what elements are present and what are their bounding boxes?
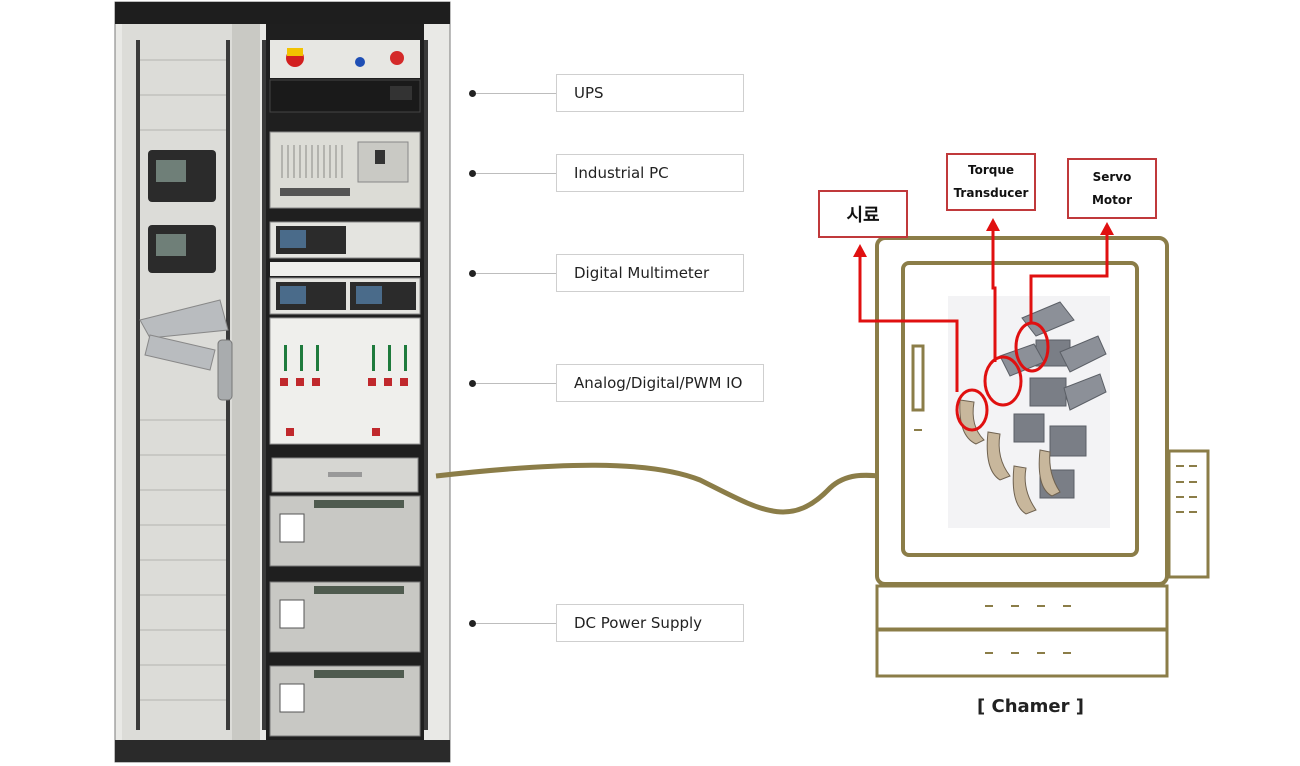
pointer-dot-ups <box>469 90 476 97</box>
label-analog-digital-pwm-io: Analog/Digital/PWM IO <box>556 364 764 402</box>
callout-servo-line2: Motor <box>1091 192 1133 207</box>
cad-render-background <box>948 296 1110 528</box>
label-dc-power-supply: DC Power Supply <box>556 604 744 642</box>
callout-torque-transducer: Torque Transducer <box>946 153 1036 211</box>
leader-line-industrial-pc <box>476 173 556 174</box>
connection-cable <box>435 462 937 515</box>
callout-servo-line1: Servo <box>1092 169 1132 184</box>
servo-arrow-head <box>1100 222 1114 235</box>
callout-torque-line2: Transducer <box>953 186 1029 200</box>
chamber-base-drawer-1 <box>875 584 1169 631</box>
chamber-base-drawer-2 <box>875 628 1169 678</box>
chamber-door-handle <box>911 344 925 412</box>
equipment-rack-photo <box>114 1 451 763</box>
leader-line-io <box>476 383 556 384</box>
pointer-dot-dc-power-supply <box>469 620 476 627</box>
callout-sample-text: 시료 <box>846 205 880 226</box>
test-bench-models <box>999 301 1107 499</box>
label-ups: UPS <box>556 74 744 112</box>
callout-servo-motor: Servo Motor <box>1067 158 1157 219</box>
leader-line-digital-multimeter <box>476 273 556 274</box>
leader-line-ups <box>476 93 556 94</box>
label-industrial-pc: Industrial PC <box>556 154 744 192</box>
pointer-dot-digital-multimeter <box>469 270 476 277</box>
sample-arrow-head <box>853 244 867 257</box>
chamber-caption: [ Chamer ] <box>977 696 1084 717</box>
chamber-side-panel <box>1167 449 1210 579</box>
sample-highlight-circle <box>955 388 989 432</box>
torque-transducer-highlight-circle <box>983 355 1023 407</box>
leader-line-dc-power-supply <box>476 623 556 624</box>
pointer-dot-io <box>469 380 476 387</box>
callout-torque-line1: Torque <box>967 163 1015 177</box>
sample-arrow-line <box>858 254 959 392</box>
torque-arrow-line <box>991 228 997 362</box>
callout-sample: 시료 <box>818 190 908 238</box>
label-digital-multimeter: Digital Multimeter <box>556 254 744 292</box>
pointer-dot-industrial-pc <box>469 170 476 177</box>
torque-arrow-head <box>986 218 1000 231</box>
servo-arrow-line <box>1029 232 1109 323</box>
